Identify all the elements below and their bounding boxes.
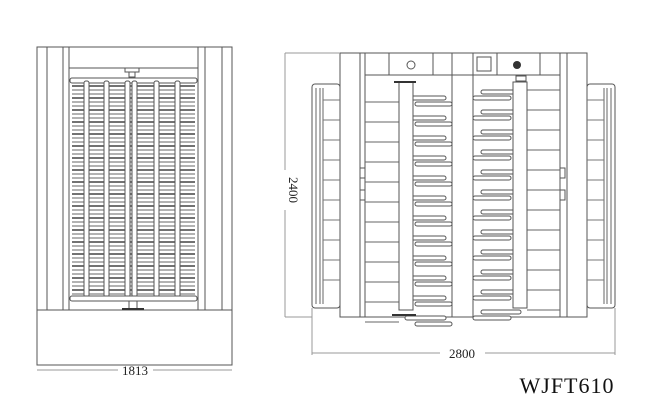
rotor-arm (472, 175, 512, 181)
front-width-label: 1813 (122, 363, 148, 378)
rotor-arm (414, 181, 453, 187)
front-view: 1813 (36, 46, 233, 378)
rotor-arm (472, 95, 512, 101)
model-number: WJFT610 (520, 373, 615, 398)
side-width-label: 2800 (449, 346, 475, 361)
side-height-label: 2400 (286, 177, 301, 203)
side-width-dimension: 2800 (311, 308, 616, 361)
rotor-arm (472, 275, 512, 281)
card-reader-icon (476, 56, 492, 72)
button-icon (513, 61, 521, 69)
side-view: 2400 2800 (284, 52, 616, 361)
rotor-bottom-bar (69, 295, 198, 302)
rotor-arm (480, 309, 522, 315)
rotor-arm (472, 115, 512, 121)
bottom-bearing (122, 301, 144, 310)
rotor-arm (414, 161, 453, 167)
right-post (197, 47, 223, 310)
height-dimension: 2400 (284, 52, 340, 318)
width-dimension: 1813 (37, 363, 232, 378)
rotor-arm (414, 101, 453, 107)
rotor-arm (472, 315, 512, 321)
wing-fences (311, 83, 616, 309)
left-post (46, 47, 70, 310)
right-pillar (559, 53, 568, 317)
rotor-arm (472, 135, 512, 141)
rotor-arm (414, 201, 453, 207)
rotor-arm (472, 195, 512, 201)
rotor-arm (414, 321, 453, 327)
indicator-light-icon (406, 60, 416, 70)
rotor-arm (472, 295, 512, 301)
rotor-arm (472, 255, 512, 261)
left-pillar (359, 53, 366, 317)
vertical-rail (153, 80, 160, 298)
rotor-arm (414, 261, 453, 267)
left-rotor-post (398, 81, 414, 311)
rotor-arm (414, 141, 453, 147)
vertical-rail (103, 80, 110, 298)
vertical-rail (131, 80, 138, 298)
rotor-arms (365, 89, 560, 327)
vertical-rail (124, 80, 131, 298)
rotor-arm (472, 155, 512, 161)
vertical-rail (83, 80, 90, 298)
rotor-arm (414, 221, 453, 227)
rotor-arm (472, 215, 512, 221)
side-outline (339, 52, 588, 318)
rotor-arm (414, 121, 453, 127)
rotor-arm (414, 241, 453, 247)
top-bearing (124, 67, 140, 78)
rotor-arm (472, 235, 512, 241)
rotor-arm (414, 281, 453, 287)
vertical-rail (174, 80, 181, 298)
right-rotor-post (512, 81, 528, 309)
rotor-arm (414, 301, 453, 307)
rotor-arm (404, 315, 447, 321)
